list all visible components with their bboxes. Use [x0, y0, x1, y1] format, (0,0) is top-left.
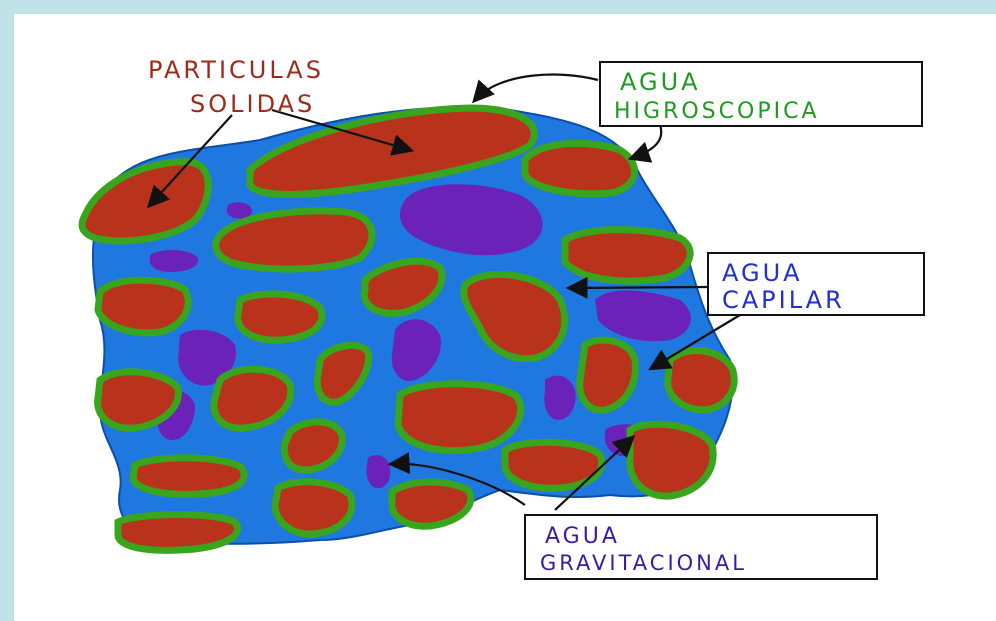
arrow-to-capillary-water	[570, 287, 708, 288]
solid-particle	[118, 515, 238, 551]
solid-particle	[580, 340, 636, 410]
solid-particle	[98, 280, 188, 333]
solid-particle	[238, 294, 322, 340]
solid-particle	[565, 230, 690, 281]
label-gravitational-water: AGUA GRAVITACIONAL	[525, 515, 877, 579]
arrow-to-hygroscopic-film	[632, 125, 661, 158]
capillary-label-line1: AGUA	[722, 259, 803, 287]
label-solid-particles: PARTICULAS SOLIDAS	[148, 56, 324, 118]
solid-particle	[668, 351, 735, 410]
diagram-canvas: PARTICULAS SOLIDAS AGUA HIGROSCOPICA AGU…	[14, 14, 996, 621]
gravity-label-line2: GRAVITACIONAL	[540, 551, 747, 575]
label-hygroscopic-water: AGUA HIGROSCOPICA	[600, 62, 922, 126]
solid-particle	[392, 482, 471, 526]
solid-label-line2: SOLIDAS	[190, 90, 315, 118]
solid-particle	[275, 482, 352, 534]
solid-particle	[284, 422, 342, 470]
solid-particle	[216, 211, 372, 269]
hygro-label-line2: HIGROSCOPICA	[614, 99, 820, 124]
solid-particle	[133, 458, 244, 495]
solid-particle	[630, 424, 713, 496]
hygro-label-line1: AGUA	[620, 68, 701, 96]
gravity-label-line1: AGUA	[545, 524, 620, 549]
label-capillary-water: AGUA CAPILAR	[708, 253, 924, 315]
soil-water-diagram: PARTICULAS SOLIDAS AGUA HIGROSCOPICA AGU…	[14, 14, 996, 621]
capillary-label-line2: CAPILAR	[722, 286, 845, 314]
arrow-to-hygroscopic-film	[475, 75, 598, 100]
solid-particle	[525, 143, 634, 193]
solid-particle	[505, 442, 602, 488]
solid-particle	[98, 372, 179, 428]
solid-particle	[398, 384, 521, 451]
solid-label-line1: PARTICULAS	[148, 56, 324, 84]
